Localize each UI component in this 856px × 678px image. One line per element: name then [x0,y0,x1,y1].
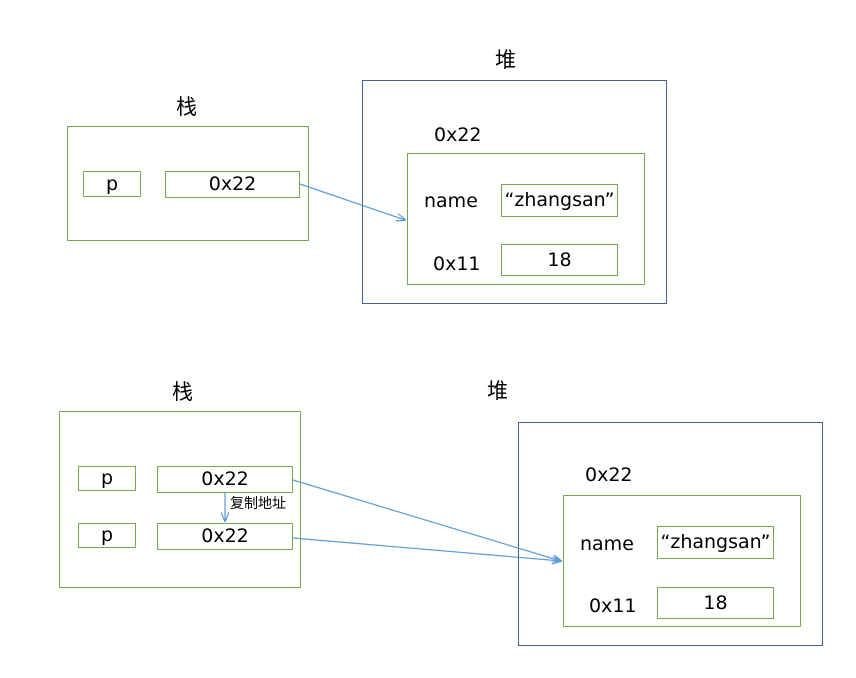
top-field-name-value: “zhangsan” [501,184,618,217]
bottom-field-age-label: 0x11 [589,595,637,617]
bottom-heap-title: 堆 [487,379,508,403]
top-field-age-value: 18 [501,244,618,276]
bottom-heap-object [563,495,801,627]
top-stack-var-name: p [83,171,141,197]
top-field-name-label: name [424,190,478,212]
bottom-field-age-value: 18 [657,587,774,619]
top-stack-title: 栈 [176,95,197,119]
top-heap-title: 堆 [495,48,516,72]
bottom-stack-var1-value: 0x22 [157,466,293,493]
bottom-stack-var1-name: p [78,466,136,491]
top-stack-var-value: 0x22 [165,171,300,198]
bottom-object-address: 0x22 [585,464,633,486]
top-object-address: 0x22 [434,124,482,146]
top-heap-object [407,153,645,285]
copy-address-note: 复制地址 [230,496,286,512]
bottom-stack-title: 栈 [172,380,193,404]
bottom-field-name-value: “zhangsan” [657,526,774,559]
bottom-stack-var2-name: p [78,523,136,548]
top-field-age-label: 0x11 [433,253,481,275]
bottom-stack-var2-value: 0x22 [157,523,293,550]
bottom-field-name-label: name [580,533,634,555]
